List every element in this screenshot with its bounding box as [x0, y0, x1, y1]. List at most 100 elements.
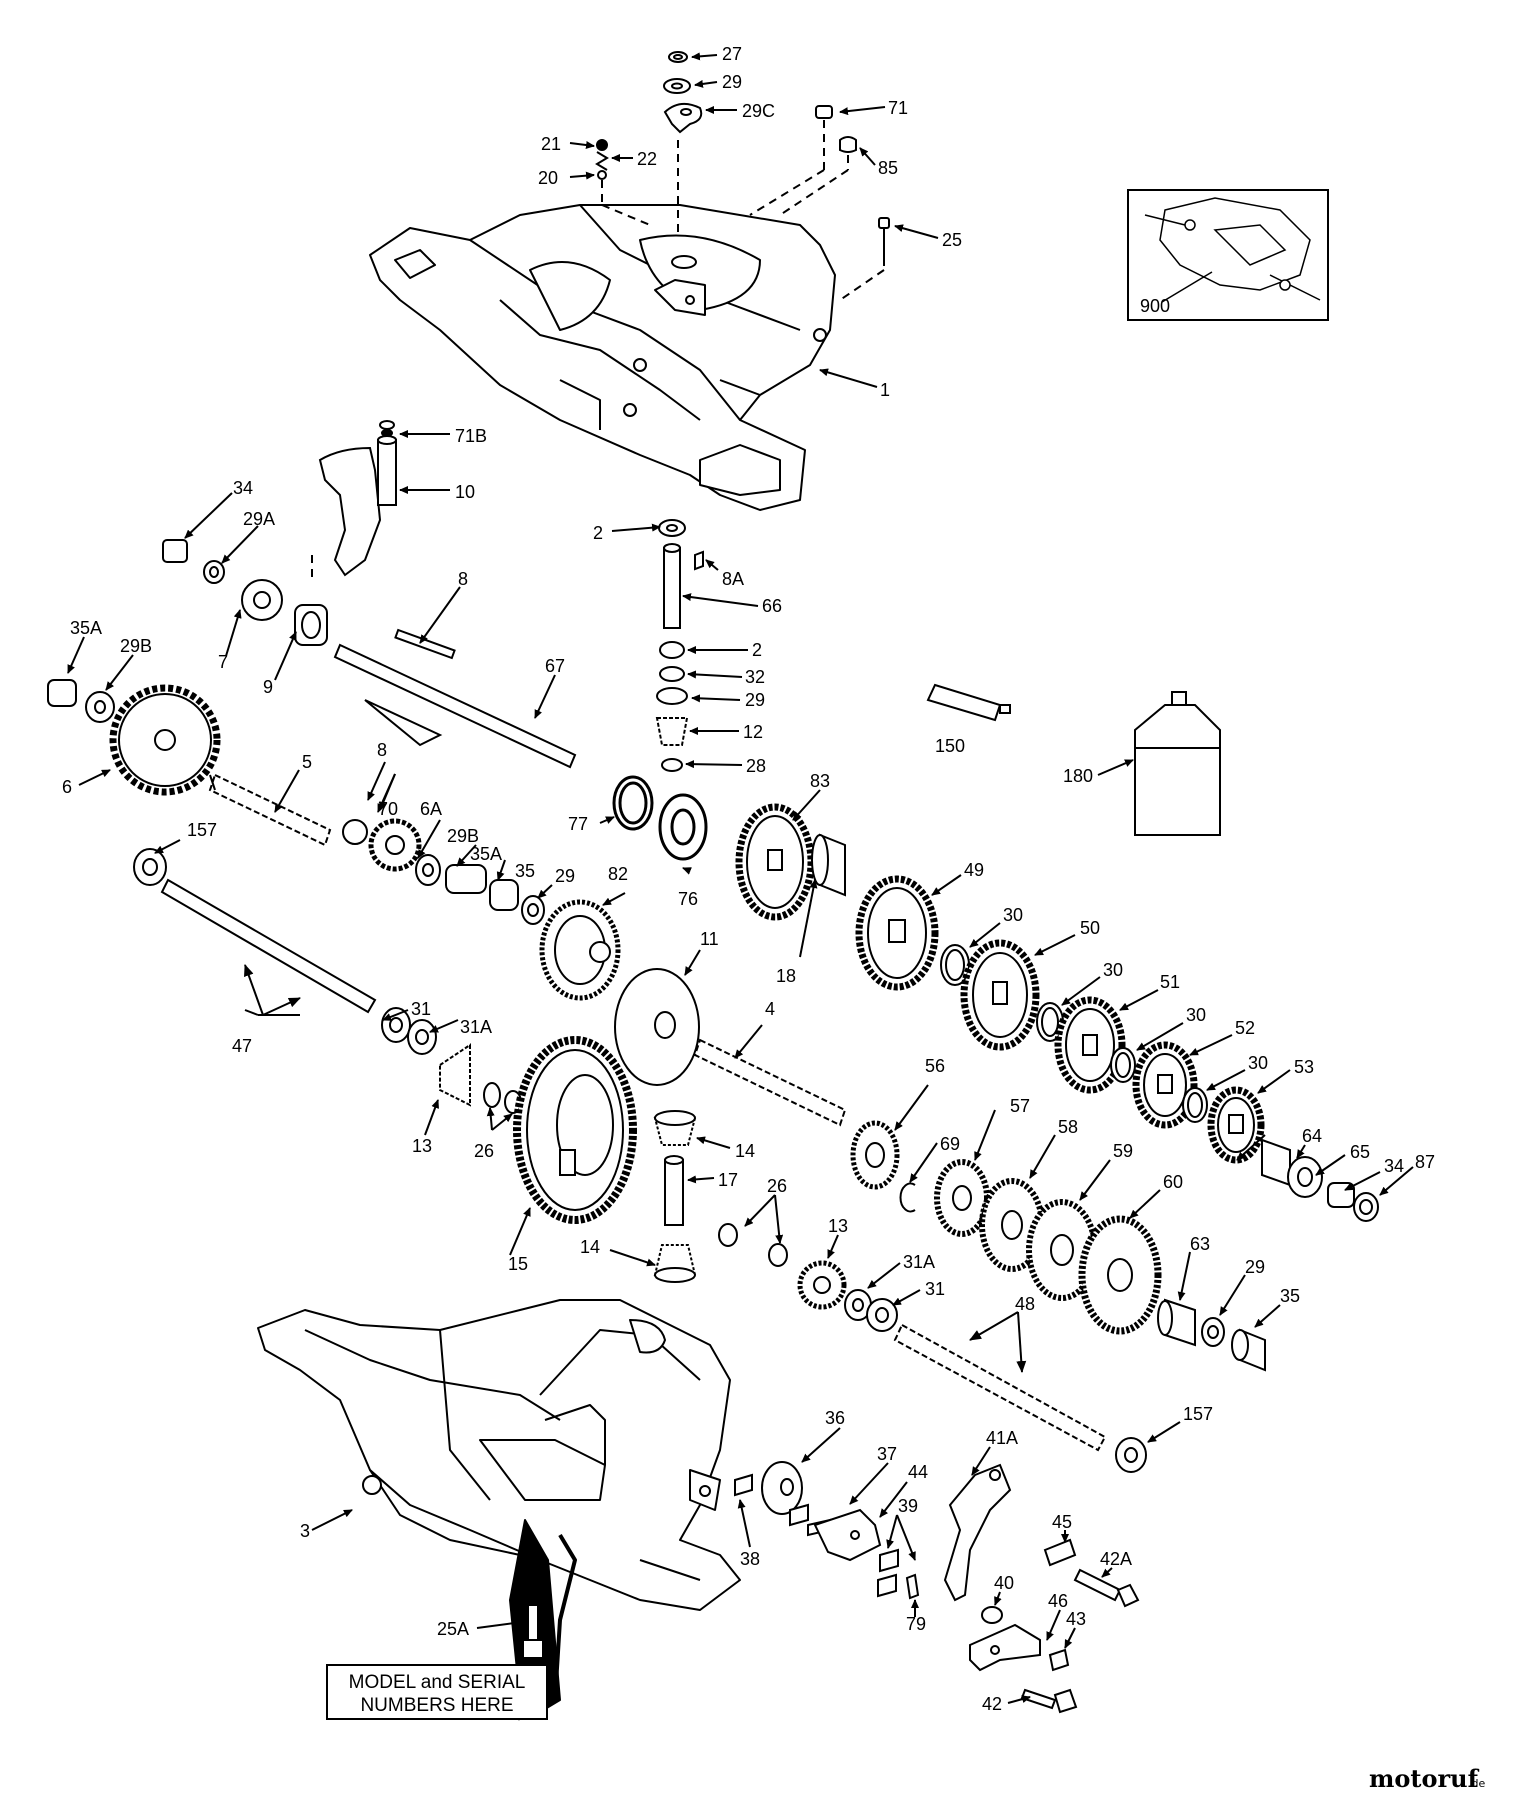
- label-77: 77: [568, 814, 588, 834]
- label-35-lower: 35: [1280, 1286, 1300, 1306]
- label-38: 38: [740, 1549, 760, 1569]
- callout-labels: 27 29 29C 71 21 22 20 85 25 900 1 71B 10…: [62, 44, 1435, 1714]
- shaft-48: [893, 1323, 1147, 1473]
- label-87: 87: [1415, 1152, 1435, 1172]
- label-29-pinion: 29: [745, 690, 765, 710]
- label-65: 65: [1350, 1142, 1370, 1162]
- label-900: 900: [1140, 296, 1170, 316]
- label-29b-mid: 29B: [447, 826, 479, 846]
- label-2-upper: 2: [593, 523, 603, 543]
- central-pinion-stack: [655, 519, 704, 772]
- label-47: 47: [232, 1036, 252, 1056]
- label-157-lower: 157: [1183, 1404, 1213, 1424]
- label-79: 79: [906, 1614, 926, 1634]
- label-2-lower: 2: [752, 640, 762, 660]
- lower-housing: [257, 1299, 741, 1721]
- label-1: 1: [880, 380, 890, 400]
- label-29b: 29B: [120, 636, 152, 656]
- label-42: 42: [982, 1694, 1002, 1714]
- label-8-upper: 8: [458, 569, 468, 589]
- label-43: 43: [1066, 1609, 1086, 1629]
- label-150: 150: [935, 736, 965, 756]
- label-6a: 6A: [420, 799, 442, 819]
- label-64: 64: [1302, 1126, 1322, 1146]
- label-15: 15: [508, 1254, 528, 1274]
- label-8a: 8A: [722, 569, 744, 589]
- label-22: 22: [637, 149, 657, 169]
- shift-fork: [318, 420, 397, 577]
- model-serial-note: MODEL and SERIAL NUMBERS HERE: [326, 1664, 548, 1720]
- label-25a: 25A: [437, 1619, 469, 1639]
- label-50: 50: [1080, 918, 1100, 938]
- label-51: 51: [1160, 972, 1180, 992]
- label-3: 3: [300, 1521, 310, 1541]
- label-46: 46: [1048, 1591, 1068, 1611]
- gear-13-lower: [797, 1260, 898, 1332]
- label-49: 49: [964, 860, 984, 880]
- label-26-left: 26: [474, 1141, 494, 1161]
- leader-lines: [67, 52, 1414, 1704]
- label-42a: 42A: [1100, 1549, 1132, 1569]
- label-71b: 71B: [455, 426, 487, 446]
- label-36: 36: [825, 1408, 845, 1428]
- watermark: motoruf .de: [1369, 1764, 1485, 1793]
- disk-11: [614, 968, 700, 1086]
- label-30-d: 30: [1248, 1053, 1268, 1073]
- label-32: 32: [745, 667, 765, 687]
- bevel-gear-82: [539, 899, 621, 1001]
- shaft-4: [693, 1038, 847, 1127]
- label-10: 10: [455, 482, 475, 502]
- brake-linkage: [734, 1461, 1140, 1714]
- label-18: 18: [776, 966, 796, 986]
- label-14-upper: 14: [735, 1141, 755, 1161]
- label-29-mid: 29: [555, 866, 575, 886]
- label-35a-mid: 35A: [470, 844, 502, 864]
- label-11: 11: [700, 929, 719, 949]
- label-58: 58: [1058, 1117, 1078, 1137]
- label-21: 21: [541, 134, 561, 154]
- label-5: 5: [302, 752, 312, 772]
- label-26-right: 26: [767, 1176, 787, 1196]
- label-27: 27: [722, 44, 742, 64]
- label-71: 71: [888, 98, 908, 118]
- label-41a: 41A: [986, 1428, 1018, 1448]
- label-52: 52: [1235, 1018, 1255, 1038]
- label-13-left: 13: [412, 1136, 432, 1156]
- ring-gear-15: [513, 1036, 637, 1224]
- label-40: 40: [994, 1573, 1014, 1593]
- label-56: 56: [925, 1056, 945, 1076]
- label-59: 59: [1113, 1141, 1133, 1161]
- label-60: 60: [1163, 1172, 1183, 1192]
- label-7: 7: [218, 652, 228, 672]
- label-30-a: 30: [1003, 905, 1023, 925]
- label-30-c: 30: [1186, 1005, 1206, 1025]
- watermark-suffix: .de: [1468, 1777, 1485, 1790]
- grease-tube: [926, 683, 1011, 722]
- label-63: 63: [1190, 1234, 1210, 1254]
- label-31a: 31A: [460, 1017, 492, 1037]
- label-29-lower: 29: [1245, 1257, 1265, 1277]
- label-8-lower: 8: [377, 740, 387, 760]
- rings-77-76: [612, 775, 708, 861]
- label-35a: 35A: [70, 618, 102, 638]
- top-small-parts: [595, 51, 890, 258]
- label-30-b: 30: [1103, 960, 1123, 980]
- left-small-parts: [47, 539, 328, 723]
- note-line-1: MODEL and SERIAL: [349, 1672, 526, 1693]
- gear-cluster-upper: [735, 803, 1379, 1222]
- label-34-right: 34: [1384, 1156, 1404, 1176]
- label-53: 53: [1294, 1057, 1314, 1077]
- label-31: 31: [411, 999, 431, 1019]
- label-69: 69: [940, 1134, 960, 1154]
- label-31-lower: 31: [925, 1279, 945, 1299]
- label-9: 9: [263, 677, 273, 697]
- label-85: 85: [878, 158, 898, 178]
- assembled-unit-inset: [1127, 189, 1329, 321]
- upper-housing: [369, 204, 836, 511]
- label-82: 82: [608, 864, 628, 884]
- label-4: 4: [765, 999, 775, 1019]
- label-67: 67: [545, 656, 565, 676]
- label-25: 25: [942, 230, 962, 250]
- label-76: 76: [678, 889, 698, 909]
